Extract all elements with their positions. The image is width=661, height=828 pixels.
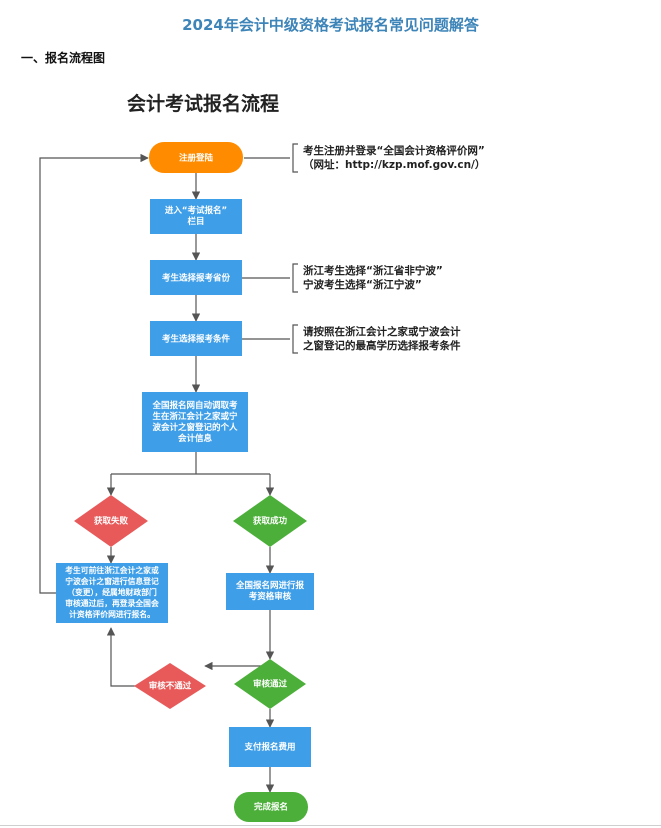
node-select-province-label: 考生选择报考省份 (162, 273, 231, 284)
node-auto-fetch-label-line: 生在浙江会计之家或宁 (152, 411, 238, 422)
node-auto-fetch-label-line: 波会计之窗登记的个人 (152, 422, 238, 433)
node-retry-register-label-line: 审核通过后，再登录全国会 (65, 598, 159, 608)
node-pay-fee-shape (229, 727, 311, 767)
node-fetch-fail-label-line: 获取失败 (93, 516, 129, 527)
node-review-fail-label: 审核不通过 (149, 681, 192, 692)
flowchart-title: 会计考试报名流程 (127, 92, 279, 115)
node-complete-shape (234, 792, 308, 822)
section-heading: 一、报名流程图 (21, 51, 106, 65)
flowchart-nodes: 注册登陆 进入“考试报名”栏目 考生选择报考省份 考生选择报考条件 全国报名网自… (56, 142, 314, 822)
note-bracket-province (292, 263, 298, 293)
node-enter-section-label-line: 栏目 (187, 216, 204, 227)
note-register-line: （网址：http://kzp.mof.gov.cn/） (303, 158, 485, 171)
note-province: 浙江考生选择“浙江省非宁波”宁波考生选择“浙江宁波” (303, 264, 443, 291)
node-complete-label-line: 完成报名 (254, 802, 288, 813)
node-review-pass-label-line: 审核通过 (253, 679, 288, 690)
node-select-conditions-shape (150, 321, 242, 356)
node-complete-label: 完成报名 (254, 802, 288, 813)
side-notes: 考生注册并登录“全国会计资格评价网”（网址：http://kzp.mof.gov… (303, 144, 485, 352)
note-brackets (292, 143, 298, 354)
node-qualification-review-shape (226, 573, 314, 610)
node-pay-fee-label-line: 支付报名费用 (243, 742, 295, 753)
note-conditions: 请按照在浙江会计之家或宁波会计之窗登记的最高学历选择报考条件 (303, 325, 461, 352)
node-auto-fetch-shape (142, 392, 248, 452)
node-enter-section-label-line: 进入“考试报名” (165, 205, 227, 216)
node-review-fail-shape (134, 663, 206, 709)
note-bracket-conditions (292, 324, 298, 354)
node-register-login-shape (149, 142, 243, 173)
node-retry-register-label: 考生可前往浙江会计之家或宁波会计之窗进行信息登记（变更），经属地财政部门审核通过… (65, 565, 159, 619)
node-retry-register-shape (56, 563, 168, 623)
note-conditions-line: 之窗登记的最高学历选择报考条件 (303, 339, 461, 352)
node-qualification-review-label-line: 全国报名网进行报 (235, 580, 305, 591)
node-qualification-review-label-line: 考资格审核 (249, 591, 292, 602)
node-register-login-label: 注册登陆 (179, 153, 214, 164)
connector-retry-back-to-register (39, 153, 149, 594)
node-retry-register-label-line: 计资格评价网进行报名。 (69, 609, 155, 619)
note-conditions-line: 请按照在浙江会计之家或宁波会计 (303, 325, 461, 338)
node-qualification-review-label: 全国报名网进行报考资格审核 (235, 580, 305, 602)
note-province-line: 浙江考生选择“浙江省非宁波” (303, 264, 443, 277)
note-province-line: 宁波考生选择“浙江宁波” (303, 278, 422, 291)
node-fetch-success-shape (233, 495, 307, 547)
note-register-line: 考生注册并登录“全国会计资格评价网” (303, 144, 485, 157)
connector-review-fail-back (106, 627, 135, 687)
node-enter-section-shape (150, 199, 242, 234)
page-title: 2024年会计中级资格考试报名常见问题解答 (182, 16, 479, 34)
node-pay-fee-label: 支付报名费用 (243, 742, 295, 753)
node-fetch-fail-label: 获取失败 (93, 516, 129, 527)
node-review-pass-label: 审核通过 (253, 679, 288, 690)
bottom-divider (0, 825, 661, 826)
node-fetch-fail-shape (74, 495, 148, 547)
node-select-conditions-label-line: 考生选择报考条件 (162, 334, 231, 345)
node-review-fail-label-line: 审核不通过 (149, 681, 192, 692)
connectors (39, 153, 290, 793)
node-register-login-label-line: 注册登陆 (179, 153, 214, 164)
node-auto-fetch-label-line: 会计信息 (177, 433, 213, 444)
node-retry-register-label-line: （变更），经属地财政部门 (67, 587, 157, 597)
node-select-province-shape (150, 260, 242, 295)
node-select-province-label-line: 考生选择报考省份 (162, 273, 231, 284)
node-retry-register-label-line: 宁波会计之窗进行信息登记 (65, 576, 159, 586)
node-fetch-success-label: 获取成功 (252, 516, 288, 527)
node-enter-section-label: 进入“考试报名”栏目 (165, 205, 227, 227)
node-auto-fetch-label: 全国报名网自动调取考生在浙江会计之家或宁波会计之窗登记的个人会计信息 (151, 400, 238, 444)
note-register: 考生注册并登录“全国会计资格评价网”（网址：http://kzp.mof.gov… (303, 144, 485, 171)
node-review-pass-shape (234, 659, 306, 709)
node-fetch-success-label-line: 获取成功 (252, 516, 288, 527)
node-select-conditions-label: 考生选择报考条件 (162, 334, 231, 345)
note-bracket-register (292, 143, 298, 173)
node-retry-register-label-line: 考生可前往浙江会计之家或 (65, 565, 159, 575)
node-auto-fetch-label-line: 全国报名网自动调取考 (151, 400, 238, 411)
